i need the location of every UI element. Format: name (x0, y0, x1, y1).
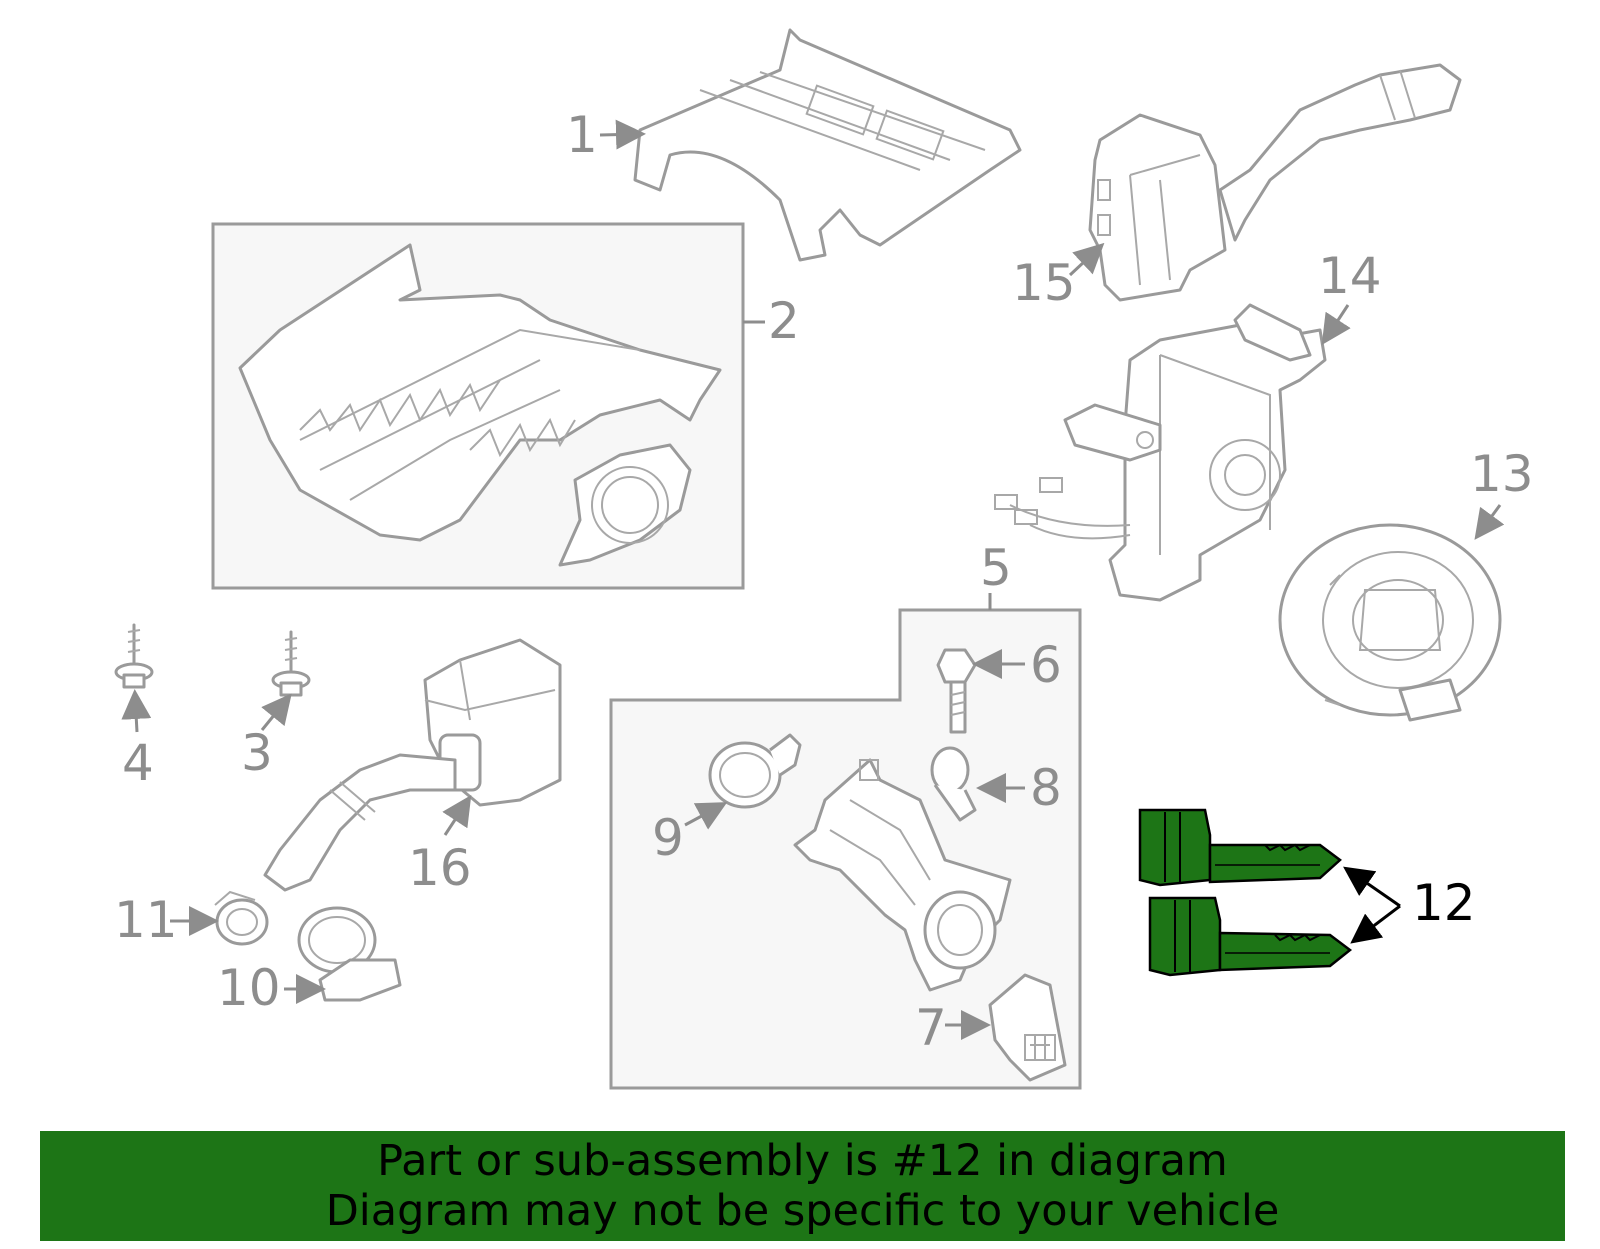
callout-9: 9 (652, 809, 684, 867)
key-part-12-second[interactable] (1148, 896, 1353, 977)
bolt-part-6[interactable] (936, 648, 977, 734)
callout-16: 16 (408, 839, 472, 897)
steering-lock-module-part[interactable] (994, 303, 1327, 602)
ignition-housing-part[interactable] (793, 758, 1012, 992)
upper-shroud-part[interactable] (633, 28, 1022, 262)
wiper-switch-part[interactable] (263, 638, 562, 892)
screw-part-3[interactable] (271, 630, 311, 697)
callout-13: 13 (1470, 445, 1534, 503)
callout-15: 15 (1012, 254, 1076, 312)
ring-connector-part-10[interactable] (297, 906, 402, 1002)
ring-bracket-part-9[interactable] (708, 733, 802, 809)
lower-shroud-part[interactable] (238, 243, 722, 567)
callout-14: 14 (1318, 247, 1382, 305)
bushing-part-11[interactable] (214, 890, 269, 946)
info-banner: Part or sub-assembly is #12 in diagram D… (40, 1131, 1565, 1241)
banner-line-disclaimer: Diagram may not be specific to your vehi… (325, 1186, 1280, 1236)
callout-11: 11 (114, 891, 178, 949)
bulb-part-8[interactable] (930, 746, 977, 822)
callout-10: 10 (217, 959, 281, 1017)
callout-5: 5 (980, 539, 1012, 597)
callout-12: 12 (1412, 874, 1476, 932)
banner-line-part-number: Part or sub-assembly is #12 in diagram (377, 1136, 1228, 1186)
callout-4: 4 (122, 734, 154, 792)
callout-6: 6 (1030, 636, 1062, 694)
combination-switch-part[interactable] (1088, 63, 1462, 302)
connector-part-7[interactable] (988, 973, 1067, 1082)
clock-spring-part[interactable] (1278, 523, 1502, 722)
screw-part-4[interactable] (114, 623, 154, 689)
callout-2: 2 (768, 292, 800, 350)
key-part-12[interactable] (1138, 808, 1342, 887)
callout-1: 1 (566, 106, 598, 164)
callout-3: 3 (241, 724, 273, 782)
callout-8: 8 (1030, 759, 1062, 817)
callout-7: 7 (915, 999, 947, 1057)
